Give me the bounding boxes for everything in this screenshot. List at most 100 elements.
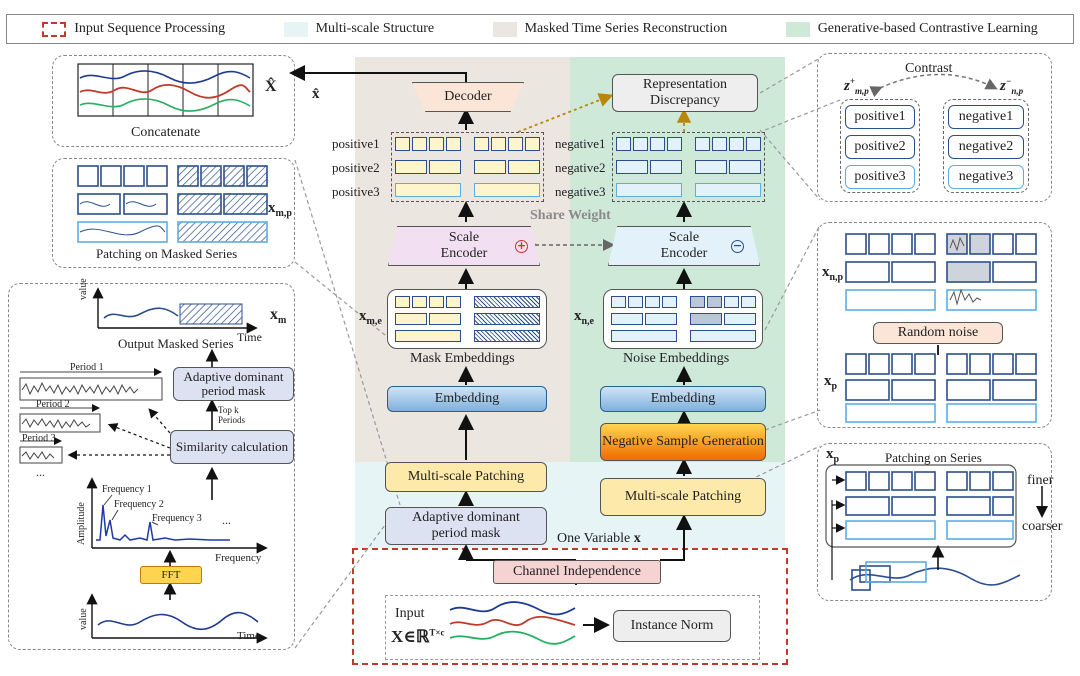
contrast-positive2: positive2	[845, 135, 915, 159]
input-processing-panel	[352, 548, 788, 665]
neg-tok	[616, 183, 682, 197]
pos-tok	[474, 137, 489, 151]
concat-chart	[77, 63, 254, 117]
x-m-label: xm	[270, 306, 287, 327]
noise-panel	[817, 222, 1052, 428]
noise-tok	[741, 296, 756, 308]
x-mp-label: xm,p	[268, 200, 292, 219]
value-axis-label-top: value	[78, 278, 89, 300]
x-ne-label: xn,e	[574, 308, 594, 327]
mask-tok	[429, 296, 444, 308]
neg-tok	[633, 137, 648, 151]
negative2-label: negative2	[555, 160, 606, 175]
positive-list	[840, 99, 920, 193]
random-noise-box: Random noise	[873, 322, 1003, 344]
neg-tok	[729, 137, 744, 151]
mask-tok	[395, 313, 427, 325]
positive3-label: positive3	[332, 184, 380, 199]
mask-tok	[446, 296, 461, 308]
period1-label: Period 1	[70, 362, 104, 373]
period-mask-panel	[8, 283, 295, 650]
representation-discrepancy-box: Representation Discrepancy	[612, 74, 758, 112]
pos-tok	[474, 183, 540, 197]
legend: Input Sequence Processing Multi-scale St…	[6, 14, 1074, 44]
mask-tok	[395, 296, 410, 308]
positive-token-group	[391, 132, 544, 202]
input-symbol: X∈ℝT×c	[391, 627, 445, 646]
mask-tok	[412, 296, 427, 308]
pos-tok	[412, 137, 427, 151]
pos-tok	[508, 160, 540, 174]
noise-tok	[611, 296, 626, 308]
contrast-negative1: negative1	[948, 105, 1024, 129]
concatenate-label: Concatenate	[131, 125, 201, 140]
plus-icon: +	[515, 239, 528, 253]
fft-spectrum-chart	[86, 477, 268, 554]
neg-tok	[616, 137, 631, 151]
frequency3-label: Frequency 3	[152, 513, 202, 524]
output-masked-label: Output Masked Series	[118, 336, 234, 351]
neg-tok	[712, 137, 727, 151]
output-masked-chart	[92, 287, 258, 334]
noise-tok	[690, 296, 705, 308]
masked-patches	[77, 165, 268, 243]
period2-label: Period 2	[36, 399, 70, 410]
input-waves	[449, 601, 576, 645]
neg-tok	[650, 137, 665, 151]
patching-series-panel	[817, 443, 1052, 601]
negative1-label: negative1	[555, 136, 606, 151]
pos-tok	[525, 137, 540, 151]
mask-tok-hatched	[474, 296, 540, 308]
topk-label: Top k Periods	[218, 405, 245, 425]
positive1-label: positive1	[332, 136, 380, 151]
noise-tok	[690, 330, 756, 342]
x-me-label: xm,e	[359, 308, 382, 327]
neg-tok	[616, 160, 648, 174]
mask-embeddings-label: Mask Embeddings	[410, 351, 515, 366]
time-axis-label-top: Time	[237, 330, 262, 344]
pos-tok	[446, 137, 461, 151]
noise-tok	[645, 296, 660, 308]
embedding-right: Embedding	[600, 386, 766, 412]
instance-norm-box: Instance Norm	[613, 610, 731, 642]
neg-tok	[650, 160, 682, 174]
mask-tok	[395, 330, 461, 342]
pos-tok	[395, 160, 427, 174]
patching-masked-panel	[52, 158, 295, 268]
noise-tok	[611, 330, 677, 342]
z-pos-label: z+m,p	[844, 76, 869, 96]
negative-sample-generation: Negative Sample Generation	[600, 423, 766, 461]
neg-tok	[695, 183, 761, 197]
legend-item-masked: Masked Time Series Reconstruction	[492, 21, 727, 37]
channel-independence-box: Channel Independence	[493, 560, 661, 584]
pos-tok	[429, 137, 444, 151]
noise-patches	[845, 233, 1037, 423]
neg-tok	[695, 137, 710, 151]
frequency-axis-label: Frequency	[215, 552, 262, 564]
input-label: Input	[395, 606, 425, 621]
negative-list	[943, 99, 1029, 193]
neg-tok	[746, 137, 761, 151]
noise-tok	[724, 313, 756, 325]
noise-tok	[707, 296, 722, 308]
mask-tok-hatched	[474, 313, 540, 325]
adaptive-mask-center: Adaptive dominant period mask	[385, 507, 547, 545]
concatenate-panel	[52, 55, 295, 147]
x-p-label-lower: xp	[826, 446, 840, 465]
series-patches	[825, 464, 1048, 591]
legend-item-input: Input Sequence Processing	[42, 21, 225, 37]
similarity-box: Similarity calculation	[170, 430, 294, 464]
pos-tok	[508, 137, 523, 151]
x-p-label-upper: xp	[824, 373, 838, 392]
period3-label: Period 3	[22, 433, 56, 444]
positive2-label: positive2	[332, 160, 380, 175]
value-axis-label-bottom: value	[78, 608, 89, 630]
neg-tok	[695, 160, 727, 174]
decoder-box: Decoder	[412, 82, 524, 112]
period-windows	[19, 368, 163, 464]
frequency2-label: Frequency 2	[114, 499, 164, 510]
noise-tok	[724, 296, 739, 308]
amplitude-axis-label: Amplitude	[76, 502, 87, 545]
pos-tok	[395, 137, 410, 151]
